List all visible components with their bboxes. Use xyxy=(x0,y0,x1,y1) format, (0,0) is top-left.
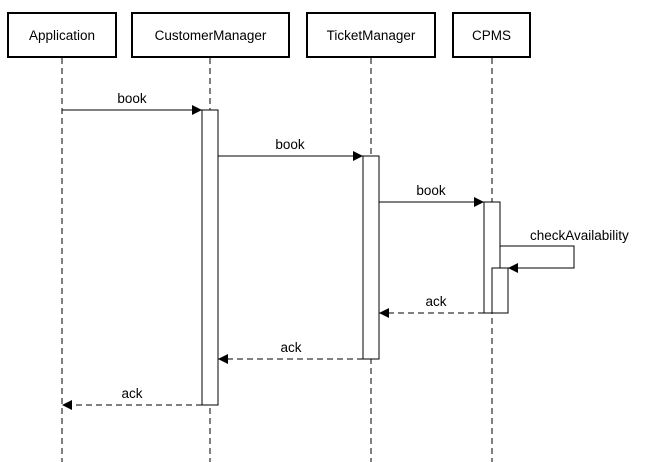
message-label-book-2: book xyxy=(275,137,305,152)
participant-label: CustomerManager xyxy=(154,27,267,43)
participant-ticket-manager: TicketManager xyxy=(306,12,436,58)
message-arrow-check-availability xyxy=(500,245,575,273)
message-label-ack-2: ack xyxy=(280,340,301,355)
message-label-ack-3: ack xyxy=(121,386,142,401)
participant-label: Application xyxy=(28,27,96,43)
message-label-ack-1: ack xyxy=(425,294,446,309)
participant-application: Application xyxy=(7,12,117,58)
participant-label: TicketManager xyxy=(326,27,416,43)
message-label-check-availability: checkAvailability xyxy=(530,228,629,243)
activation-ticket-manager xyxy=(362,155,380,360)
activation-cpms-nested xyxy=(491,267,509,314)
message-label-book-1: book xyxy=(117,91,147,106)
activation-customer-manager xyxy=(201,109,219,406)
participant-cpms: CPMS xyxy=(452,12,531,58)
message-label-book-3: book xyxy=(416,183,446,198)
participant-label: CPMS xyxy=(471,27,511,43)
participant-customer-manager: CustomerManager xyxy=(131,12,290,58)
